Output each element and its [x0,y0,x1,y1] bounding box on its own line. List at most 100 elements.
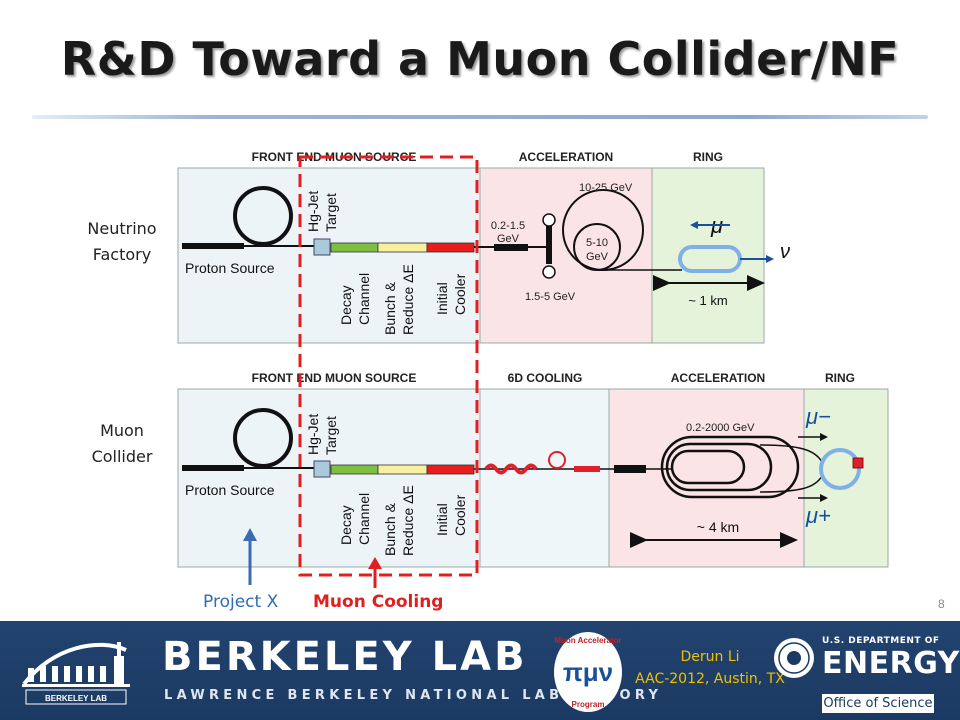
nf-front-end-header: FRONT END MUON SOURCE [252,150,417,164]
mc-mu-plus-arrowhead [820,494,828,502]
nf-decay-label-2: Channel [356,273,372,325]
nf-target-label-2: Target [323,193,339,232]
nf-cooler-label-2: Cooler [452,273,468,315]
mc-proton-source-label: Proton Source [185,482,275,498]
mc-mu-minus-arrowhead [820,433,828,441]
mc-mu-minus: μ− [805,404,831,429]
mc-diagram: FRONT END MUON SOURCE 6D COOLING ACCELER… [177,371,889,568]
muon-collider-label: Muon Collider [72,418,172,470]
neutrino-factory-label-line1: Neutrino [87,219,157,238]
mc-front-end-header: FRONT END MUON SOURCE [252,371,417,385]
mc-acceleration-header: ACCELERATION [671,371,765,385]
doe-office-of-science: Office of Science [822,694,934,713]
doe-seal-icon [774,638,814,678]
nf-acceleration-panel [479,167,653,344]
mc-transfer-upper [759,444,823,463]
nf-decay-channel-block [330,242,379,253]
nf-energy-02-15-a: 0.2-1.5 [491,220,525,232]
mc-length-label: ~ 4 km [697,519,739,535]
mc-linac [614,465,646,473]
doe-energy: ENERGY [822,646,960,681]
nf-switchyard [546,226,552,264]
diagram: FRONT END MUON SOURCE ACCELERATION RING … [177,150,889,588]
muon-cooling-caption: Muon Cooling [313,592,444,612]
nf-ring-panel [651,167,765,344]
mc-cooler-block [426,464,475,475]
nf-mu-arrowhead [690,221,698,229]
nf-nu-symbol: ν [780,241,790,263]
berkeley-lab-title: BERKELEY LAB [162,634,528,680]
mc-helical-cooler [484,463,538,475]
mc-mu-plus: μ+ [805,503,831,528]
author-info: Derun Li AAC-2012, Austin, TX [600,646,820,690]
nf-ring-header: RING [693,150,723,164]
nf-target-label-1: Hg-Jet [305,191,321,232]
mc-bunch-block [377,464,428,475]
mc-racetrack-middle [665,442,773,492]
nf-diagram: FRONT END MUON SOURCE ACCELERATION RING … [177,150,790,344]
mc-cooling-header: 6D COOLING [508,371,583,385]
mc-bunch-label-1: Bunch & [382,502,398,556]
author-name: Derun Li [680,649,740,665]
nf-energy-15-5: 1.5-5 GeV [525,291,576,303]
project-x-arrowhead [243,528,257,541]
nf-energy-10-25: 10-25 GeV [579,182,633,194]
nf-target-box [313,238,331,256]
neutrino-factory-label: Neutrino Factory [72,216,172,268]
nf-length-label: ~ 1 km [688,293,727,308]
mc-proton-beamline [182,465,244,471]
mc-target-box [313,460,331,478]
mc-target-label-2: Target [323,416,339,455]
map-program-logo: Muon Accelerator Program πμν [554,632,622,712]
mc-energy-label: 0.2-2000 GeV [686,422,755,434]
slide-title: R&D Toward a Muon Collider/NF [60,32,900,86]
mc-target-label-1: Hg-Jet [305,414,321,455]
nf-bunch-label-2: Reduce ΔE [400,264,416,335]
mc-transfer-lower [759,475,823,493]
svg-text:πμν: πμν [563,657,613,687]
nf-rla-small-top [542,213,556,227]
mc-cooling-panel [479,388,610,568]
nf-proton-source-label: Proton Source [185,260,275,276]
nf-linac [494,244,528,251]
muon-collider-label-line1: Muon [100,421,144,440]
title-underline [32,115,928,119]
mc-cooler-label-1: Initial [434,503,450,536]
mc-bunch-label-2: Reduce ΔE [400,485,416,556]
mc-cooler-label-2: Cooler [452,494,468,536]
nf-bunch-block [377,242,428,253]
nf-cooler-label-1: Initial [434,282,450,315]
nf-energy-02-15-b: GeV [497,233,520,245]
mc-decay-label-2: Channel [356,493,372,545]
mc-detector [852,457,864,469]
nf-energy-5-10-a: 5-10 [586,237,608,249]
berkeley-lab-logo-text: BERKELEY LAB [45,694,107,703]
neutrino-factory-label-line2: Factory [92,245,152,264]
mc-ring-panel [803,388,889,568]
map-logo-text-1: Muon Accelerator [554,636,621,645]
nf-acceleration-header: ACCELERATION [519,150,613,164]
mc-decay-channel-block [330,464,379,475]
mc-front-end-panel [177,388,481,568]
berkeley-lab-subtitle: LAWRENCE BERKELEY NATIONAL LABORATORY [164,688,663,703]
muon-collider-label-line2: Collider [91,447,153,466]
nf-cooler-block [426,242,475,253]
project-x-caption: Project X [203,592,279,612]
mc-decay-label-1: Decay [338,505,354,545]
nf-decay-label-1: Decay [338,285,354,325]
muon-cooling-arrowhead [368,557,382,569]
nf-bunch-label-1: Bunch & [382,281,398,335]
mc-ring-header: RING [825,371,855,385]
nf-proton-ring [233,186,293,246]
mc-proton-ring [233,408,293,468]
mc-final-cooler [574,466,600,472]
mc-racetrack-outer [660,435,800,499]
nf-rla-small-bottom [542,265,556,279]
conference-name: AAC-2012, Austin, TX [635,671,785,687]
nf-proton-beamline [182,243,244,249]
page-number: 8 [938,597,945,611]
nf-nu-arrowhead [766,255,774,263]
mc-racetrack-inner [670,449,746,485]
mc-collider-ring [819,448,861,490]
map-logo-text-2: Program [572,700,605,709]
